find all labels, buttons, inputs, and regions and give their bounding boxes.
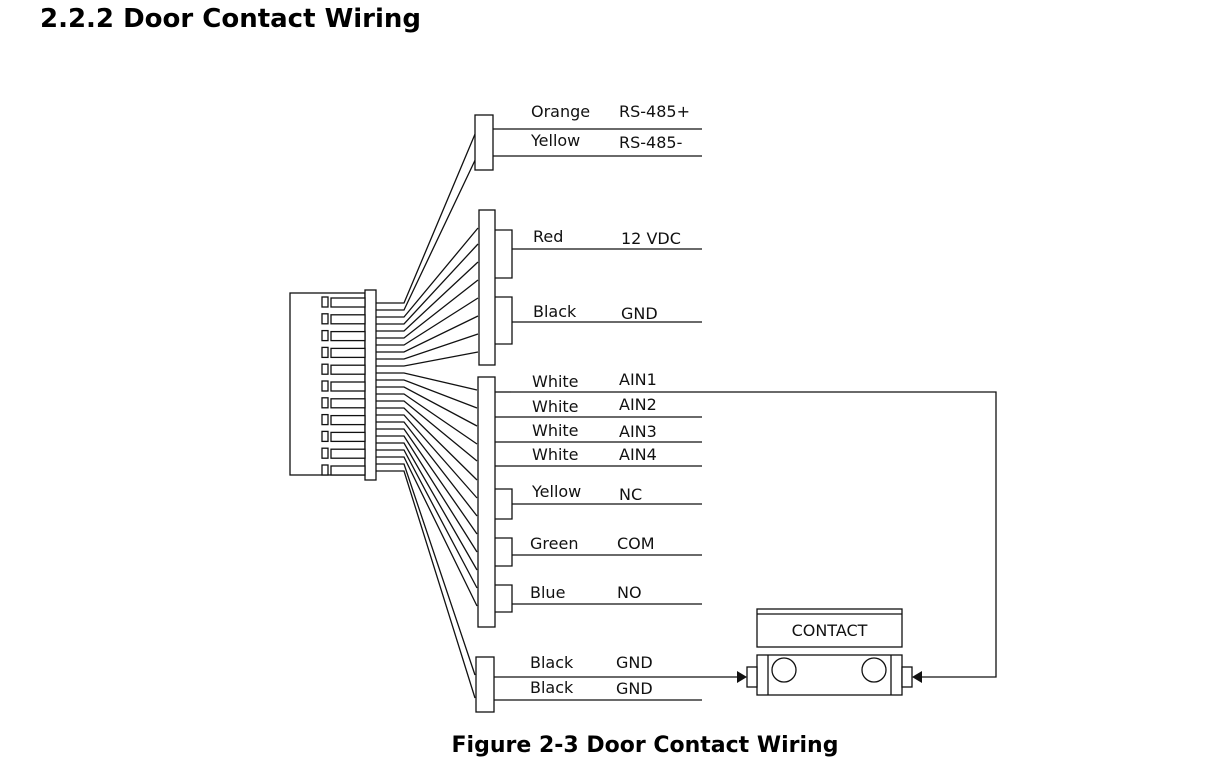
wire-signal-label: RS-485+ — [619, 102, 690, 121]
wire-signal-label: AIN3 — [619, 422, 657, 441]
wire-color-label: Black — [530, 653, 574, 672]
wire-signal-label: AIN2 — [619, 395, 657, 414]
fan-wire — [376, 379, 478, 409]
fan-wire — [376, 456, 478, 607]
wire-color-label: Yellow — [531, 482, 581, 501]
fan-wire — [376, 463, 476, 676]
connector-pin-tab — [321, 313, 329, 325]
fan-wire — [376, 428, 478, 535]
fan-wire — [376, 421, 478, 517]
wire-color-label: White — [532, 421, 579, 440]
wire-color-label: White — [532, 372, 579, 391]
wire-bracket — [495, 229, 513, 279]
connector-pin — [330, 297, 366, 308]
contact-connection-wires — [511, 391, 997, 678]
wire-signal-label: 12 VDC — [621, 229, 681, 248]
connector-pin — [330, 414, 366, 426]
fan-wire — [376, 333, 479, 360]
connector-pin — [330, 330, 366, 342]
connector-pin-tab — [321, 413, 329, 426]
wire-bracket — [495, 537, 513, 567]
terminal-block-gnd — [475, 656, 495, 713]
terminal-blocks — [474, 114, 496, 713]
figure-caption: Figure 2-3 Door Contact Wiring — [451, 733, 839, 758]
connector-pin — [330, 347, 366, 359]
wire-color-label: Black — [533, 302, 577, 321]
wire-bracket — [495, 584, 513, 613]
fan-wire — [376, 153, 479, 311]
connector-pin — [330, 364, 366, 375]
wire-bracket — [495, 296, 513, 345]
wire-color-label: White — [532, 397, 579, 416]
wire-signal-label: GND — [616, 679, 653, 698]
connector-pin — [330, 398, 366, 409]
wire-signal-label: NO — [617, 583, 642, 602]
connector-pin — [330, 314, 366, 325]
wire-color-label: Green — [530, 534, 578, 553]
fan-wire — [376, 351, 479, 367]
wire-signal-label: GND — [616, 653, 653, 672]
fan-wire — [376, 435, 478, 553]
fan-wire — [376, 407, 478, 481]
wire-color-label: Yellow — [530, 131, 580, 150]
arrow-left-icon — [737, 671, 747, 683]
connector-pin — [330, 431, 366, 443]
contact-label-plate — [756, 608, 903, 648]
fan-wire — [376, 126, 479, 304]
connector-pin-tab — [321, 397, 329, 409]
fan-wire — [376, 243, 479, 325]
fan-wire — [376, 315, 479, 353]
fan-wire — [376, 297, 479, 346]
contact-body — [756, 654, 903, 696]
connector-pin — [330, 448, 366, 459]
wire-color-label: Orange — [531, 102, 590, 121]
wire-bracket — [495, 488, 513, 520]
fan-wire — [376, 386, 478, 427]
connector-pin-tab — [321, 447, 329, 459]
fan-wire — [376, 449, 478, 589]
fan-wire — [376, 442, 478, 571]
connector-pin-tab — [321, 346, 329, 359]
connector-pin-tab — [321, 363, 329, 375]
wire-signal-label: AIN4 — [619, 445, 657, 464]
wire-signal-label: COM — [617, 534, 655, 553]
arrow-right-icon — [912, 671, 922, 683]
terminal-block-io — [477, 376, 496, 628]
wire-signal-label: RS-485- — [619, 133, 682, 152]
wire-color-label: Red — [533, 227, 563, 246]
fan-wire — [376, 227, 479, 318]
wire-signal-label: GND — [621, 304, 658, 323]
connector-pin-tab — [321, 296, 329, 308]
fan-out-wires — [376, 126, 479, 699]
connector-pin-tab — [321, 329, 329, 342]
fan-wire — [376, 393, 478, 445]
fan-wire — [376, 400, 478, 462]
fan-wire — [376, 279, 479, 339]
connector-pin-tab — [321, 430, 329, 443]
connector-pin-tab — [321, 380, 329, 392]
fan-wire — [376, 372, 478, 391]
connector-pin-tab — [321, 464, 329, 476]
section-heading: 2.2.2 Door Contact Wiring — [40, 4, 422, 34]
wire-color-label: Blue — [530, 583, 565, 602]
connector-pin — [330, 381, 366, 392]
wire-brackets — [495, 229, 513, 613]
terminal-block-rs485 — [474, 114, 494, 171]
fan-wire — [376, 470, 476, 699]
terminal-block-power — [478, 209, 496, 366]
door-contact-sensor: CONTACT — [737, 608, 922, 696]
fan-wire — [376, 414, 478, 499]
contact-label: CONTACT — [792, 621, 868, 640]
output-wire-lines — [493, 128, 702, 701]
device-connector — [289, 289, 377, 481]
wire-color-label: White — [532, 445, 579, 464]
fan-wire — [376, 261, 479, 332]
wire-labels: Orange RS-485+ Yellow RS-485- Red 12 VDC… — [530, 102, 690, 698]
wire-signal-label: NC — [619, 485, 642, 504]
wire-signal-label: AIN1 — [619, 370, 657, 389]
wire-color-label: Black — [530, 678, 574, 697]
connector-pin — [330, 465, 366, 476]
